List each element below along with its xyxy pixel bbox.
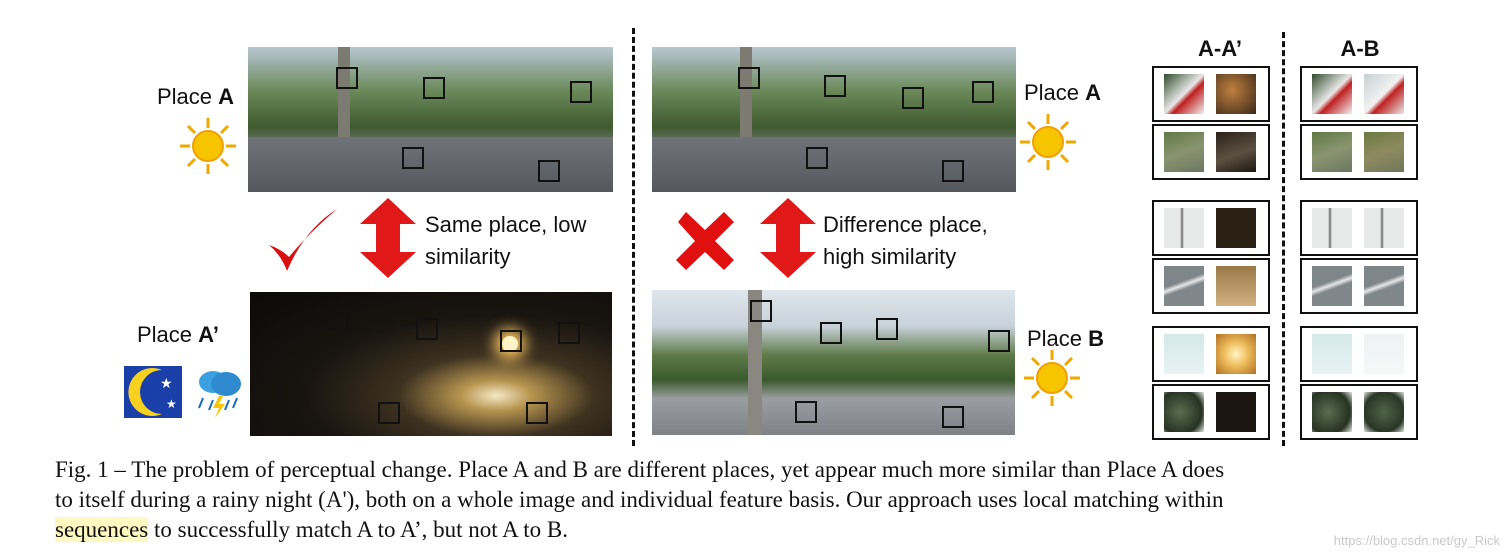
svg-text:★: ★ bbox=[166, 397, 177, 411]
photo-place-a-day-2 bbox=[652, 47, 1016, 192]
patch-pair bbox=[1152, 66, 1270, 122]
patch-pair bbox=[1152, 258, 1270, 314]
photo-place-a-night bbox=[250, 292, 612, 436]
patch-pair bbox=[1300, 124, 1418, 180]
header-a-a-prime: A-A’ bbox=[1198, 36, 1242, 61]
divider-right bbox=[1282, 32, 1285, 446]
double-arrow-icon bbox=[760, 198, 816, 278]
patch-pair bbox=[1152, 384, 1270, 440]
patch-pair bbox=[1300, 258, 1418, 314]
rain-cloud-icon bbox=[198, 371, 241, 418]
svg-text:★: ★ bbox=[160, 376, 173, 392]
patch-pair bbox=[1300, 326, 1418, 382]
header-a-b: A-B bbox=[1340, 36, 1380, 61]
divider-left bbox=[632, 28, 635, 446]
patch-pair bbox=[1300, 384, 1418, 440]
label-place-a-left: Place A bbox=[157, 84, 235, 109]
moon-stars-icon: ★ ★ bbox=[124, 366, 182, 418]
photo-place-b bbox=[652, 290, 1015, 435]
photo-place-a-day bbox=[248, 47, 613, 192]
note-difference-place: Difference place, high similarity bbox=[823, 212, 988, 269]
check-icon bbox=[269, 209, 337, 271]
patch-pair bbox=[1152, 200, 1270, 256]
patch-pair bbox=[1300, 66, 1418, 122]
double-arrow-icon bbox=[360, 198, 416, 278]
watermark: https://blog.csdn.net/gy_Rick bbox=[1333, 533, 1500, 548]
label-place-a-prime: Place A’ bbox=[137, 322, 219, 347]
patch-pair bbox=[1152, 124, 1270, 180]
label-place-a-right: Place A bbox=[1024, 80, 1102, 105]
label-place-b: Place B bbox=[1027, 326, 1105, 351]
note-same-place: Same place, low similarity bbox=[425, 212, 587, 269]
highlighted-word: sequences bbox=[55, 517, 149, 542]
sun-icon bbox=[1020, 114, 1076, 170]
patch-pair bbox=[1152, 326, 1270, 382]
patch-pair bbox=[1300, 200, 1418, 256]
sun-icon bbox=[1024, 350, 1080, 406]
cross-icon bbox=[676, 212, 734, 270]
figure-caption: Fig. 1 – The problem of perceptual chang… bbox=[55, 457, 1225, 542]
sun-icon bbox=[180, 118, 236, 174]
